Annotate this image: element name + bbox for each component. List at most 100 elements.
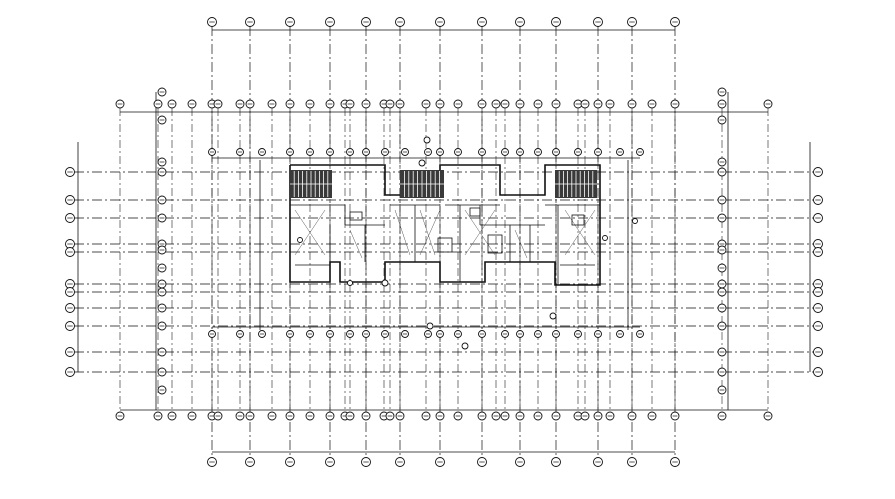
section-marker <box>602 235 608 241</box>
grid-bubble <box>245 17 255 27</box>
grid-bubble <box>593 17 603 27</box>
grid-bubble <box>157 303 167 313</box>
grid-bubble <box>616 330 624 338</box>
grid-bubble <box>167 411 177 421</box>
grid-bubble <box>813 321 823 331</box>
grid-bubble <box>306 148 314 156</box>
grid-bubble <box>534 330 542 338</box>
grid-bubble <box>153 411 163 421</box>
grid-bubble <box>157 245 167 255</box>
grid-bubble <box>157 279 167 289</box>
grid-bubble <box>515 411 525 421</box>
grid-bubble <box>385 411 395 421</box>
grid-bubble <box>213 99 223 109</box>
grid-bubble <box>647 99 657 109</box>
section-marker <box>549 312 557 320</box>
grid-bubble <box>574 148 582 156</box>
grid-bubble <box>717 287 727 297</box>
grid-bubble <box>616 148 624 156</box>
grid-bubble <box>717 279 727 289</box>
grid-bubble <box>236 330 244 338</box>
grid-bubble <box>115 411 125 421</box>
grid-bubble <box>477 99 487 109</box>
grid-bubble <box>813 287 823 297</box>
interior-walls <box>290 204 600 285</box>
grid-bubble <box>515 457 525 467</box>
grid-bubble <box>717 157 727 167</box>
grid-bubble <box>361 411 371 421</box>
dimension-lines <box>77 29 811 453</box>
grid-bubble <box>157 321 167 331</box>
grid-bubble <box>670 411 680 421</box>
grid-bubble <box>385 99 395 109</box>
section-marker <box>297 237 303 243</box>
grid-bubble <box>157 167 167 177</box>
grid-bubble <box>813 303 823 313</box>
grid-bubble <box>285 99 295 109</box>
grid-bubble <box>65 287 75 297</box>
grid-bubble <box>395 411 405 421</box>
grid-bubble <box>361 17 371 27</box>
grid-bubble <box>157 385 167 395</box>
grid-bubble <box>627 17 637 27</box>
grid-bubble <box>763 411 773 421</box>
grid-bubble <box>326 148 334 156</box>
grid-bubble <box>477 457 487 467</box>
grid-bubble <box>245 457 255 467</box>
grid-bubble <box>157 367 167 377</box>
grid-bubble <box>574 330 582 338</box>
grid-bubble <box>636 330 644 338</box>
grid-bubble <box>346 148 354 156</box>
grid-bubble <box>813 347 823 357</box>
grid-bubble <box>717 195 727 205</box>
grid-bubble <box>157 87 167 97</box>
grid-bubble <box>325 17 335 27</box>
grid-bubble <box>813 195 823 205</box>
grid-bubble <box>285 457 295 467</box>
grid-bubble <box>207 457 217 467</box>
grid-bubble <box>267 99 277 109</box>
grid-bubble <box>157 157 167 167</box>
grid-bubble <box>395 457 405 467</box>
grid-bubble <box>593 457 603 467</box>
grid-bubble <box>157 347 167 357</box>
grid-bubble <box>647 411 657 421</box>
grid-bubble <box>381 330 389 338</box>
grid-bubble <box>670 457 680 467</box>
grid-bubble <box>286 330 294 338</box>
grid-bubble <box>305 411 315 421</box>
section-marker <box>426 322 434 330</box>
stair <box>555 170 597 198</box>
grid-bubble <box>65 213 75 223</box>
grid-bubble <box>245 411 255 421</box>
grid-bubble <box>552 148 560 156</box>
grid-bubble <box>65 367 75 377</box>
grid-bubble <box>551 17 561 27</box>
grid-bubble <box>717 347 727 357</box>
grid-bubble <box>65 195 75 205</box>
grid-bubble <box>325 99 335 109</box>
grid-bubble <box>717 213 727 223</box>
grid-bubble <box>491 411 501 421</box>
grid-bubble <box>501 148 509 156</box>
grid-bubble <box>325 411 335 421</box>
grid-bubble <box>424 148 432 156</box>
grid-bubble <box>362 148 370 156</box>
grid-bubble <box>362 330 370 338</box>
grid-bubble <box>157 213 167 223</box>
grid-bubble <box>187 411 197 421</box>
grid-bubble <box>235 411 245 421</box>
grid-bubble <box>478 330 486 338</box>
grid-bubble <box>477 411 487 421</box>
grid-bubble <box>594 148 602 156</box>
grid-bubble <box>516 330 524 338</box>
grid-bubble <box>516 148 524 156</box>
grid-bubble <box>187 99 197 109</box>
room-annotations <box>297 136 638 350</box>
grid-bubble <box>208 148 216 156</box>
grid-bubble <box>235 99 245 109</box>
grid-bubble <box>515 99 525 109</box>
grid-bubble <box>267 411 277 421</box>
grid-bubble <box>551 457 561 467</box>
